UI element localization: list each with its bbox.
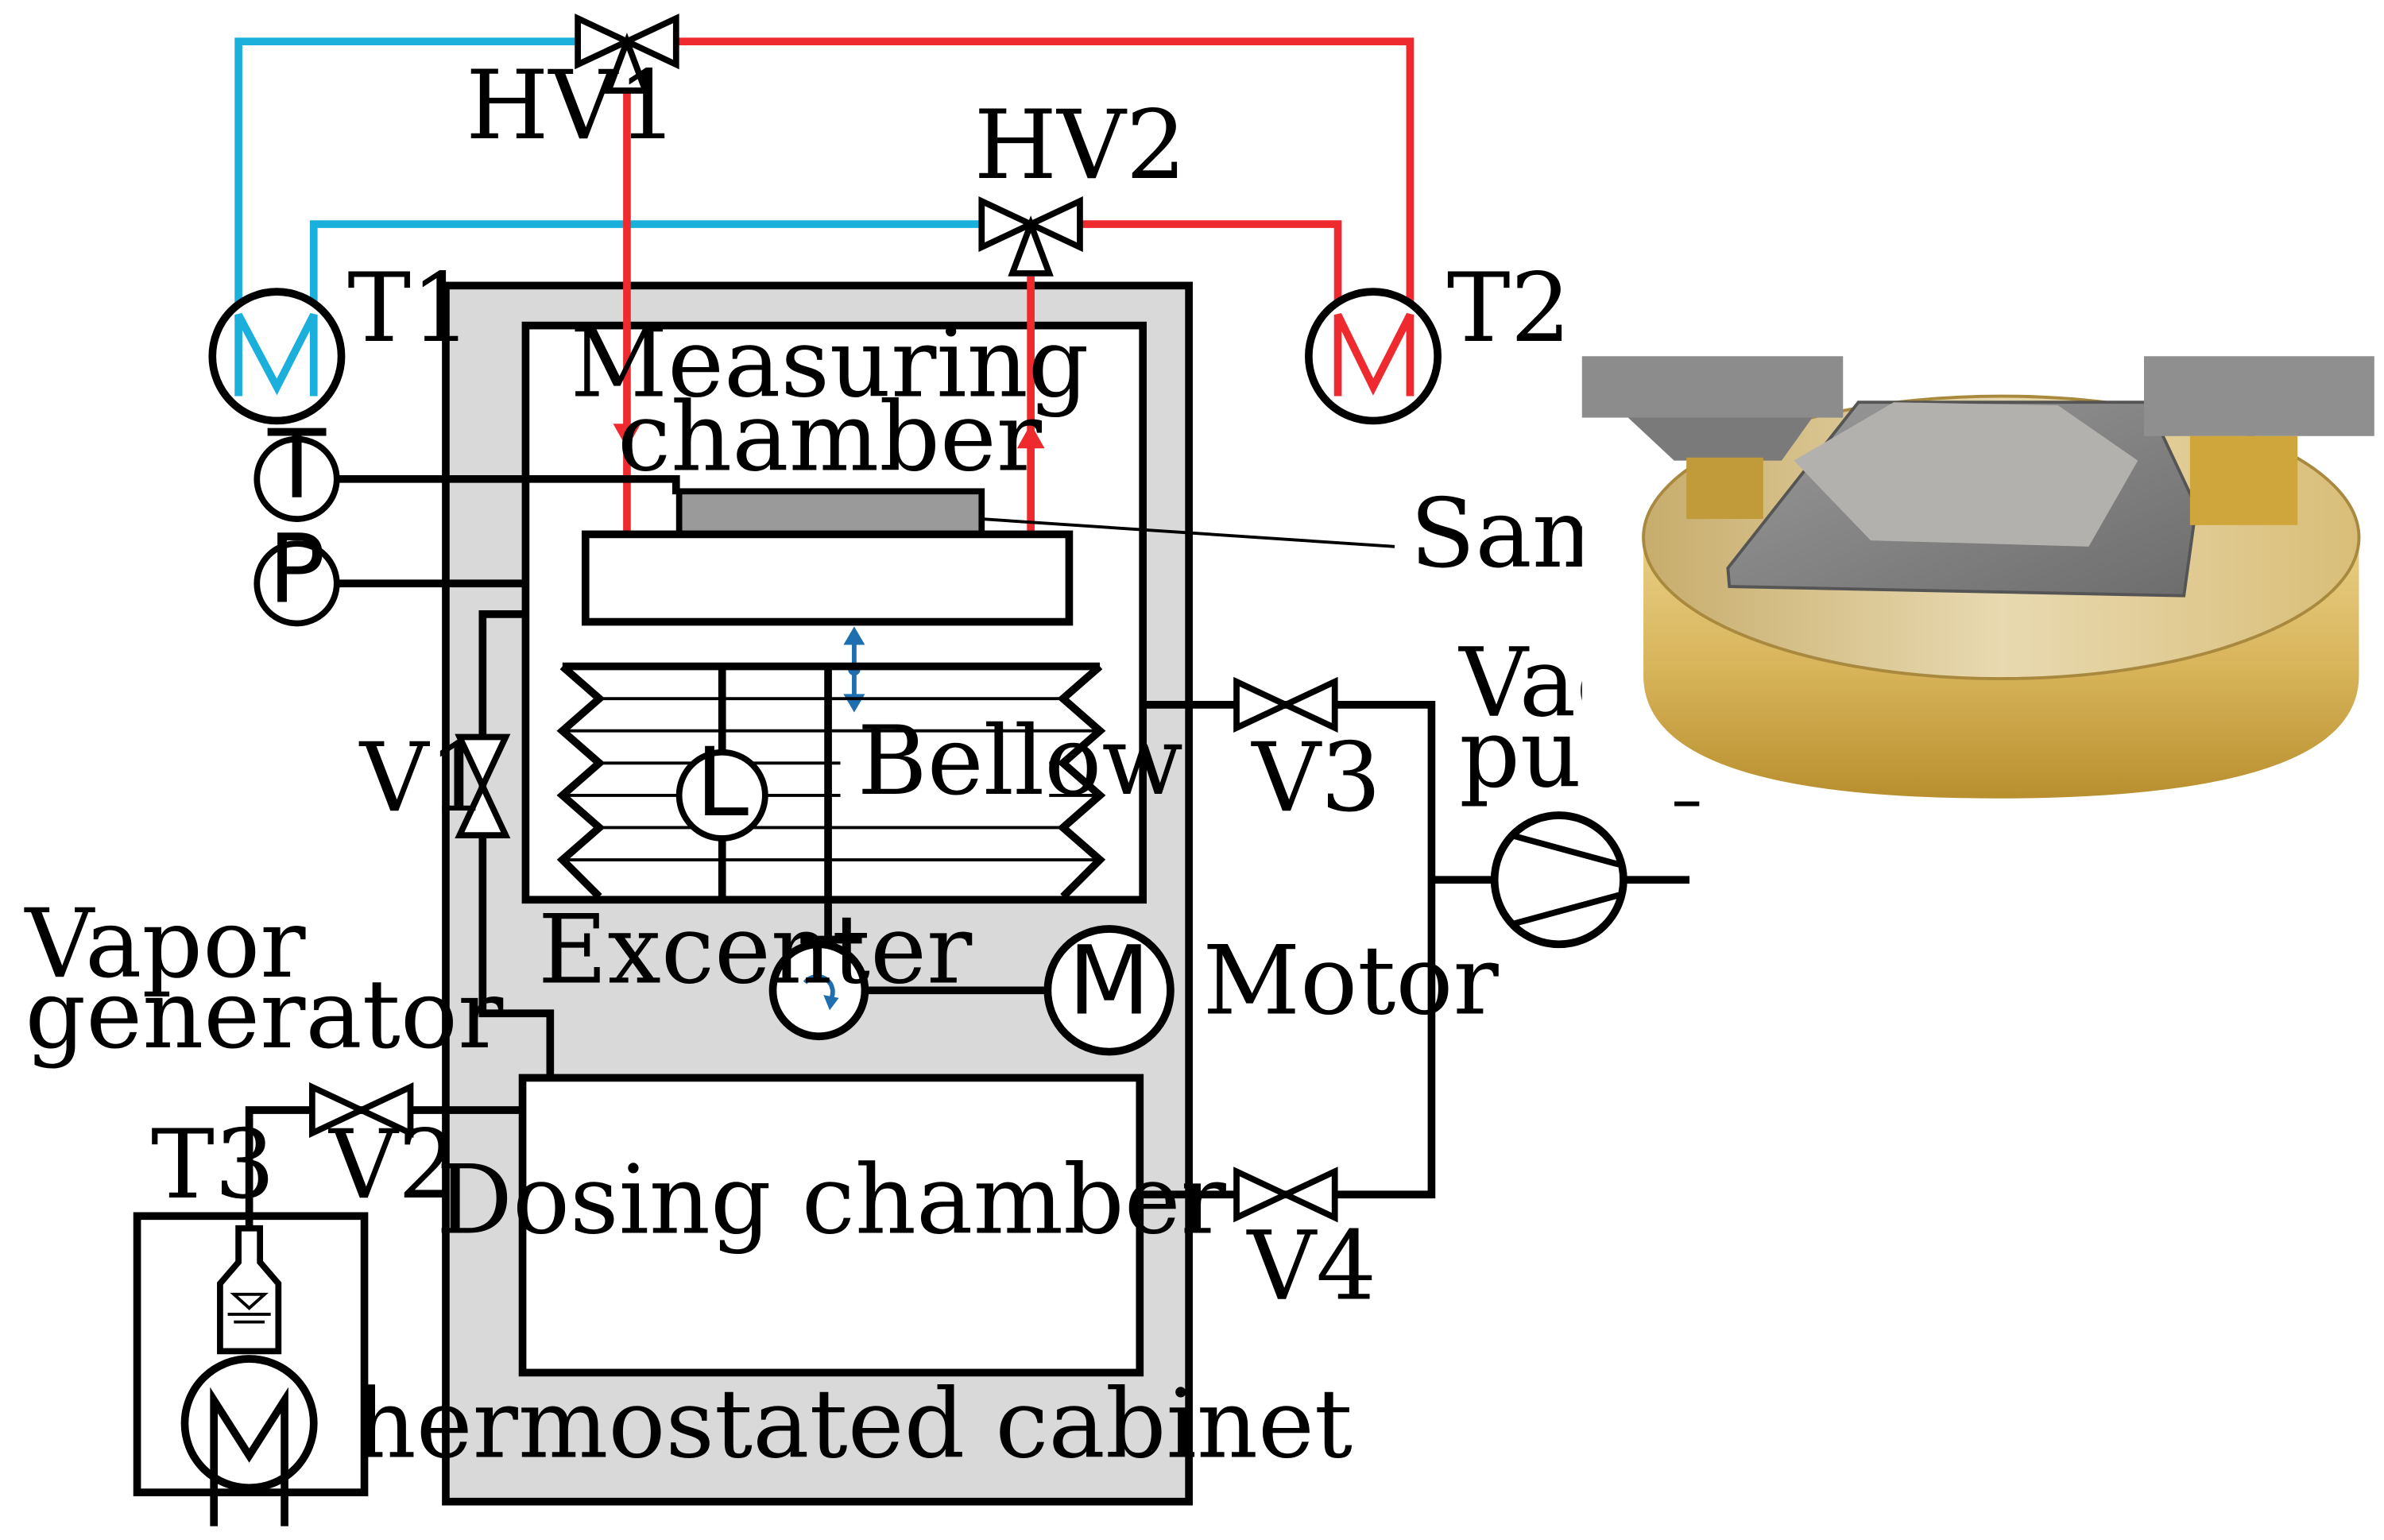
vapor-bottle-icon bbox=[217, 1225, 282, 1355]
valve-hv2 bbox=[978, 196, 1083, 277]
hot-arrow-up bbox=[1016, 424, 1045, 449]
measuring-chamber-label-1: Measuring bbox=[571, 309, 1089, 420]
valve-v2 bbox=[308, 1081, 414, 1139]
thermostat-t2 bbox=[1305, 288, 1442, 425]
vapor-motor-icon bbox=[180, 1355, 318, 1526]
vacuum-pump-icon bbox=[1490, 811, 1627, 949]
pressure-sensor bbox=[253, 540, 526, 627]
motor bbox=[1043, 925, 1175, 1056]
sample-leader-line bbox=[981, 517, 1395, 548]
t2-label: T2 bbox=[1447, 253, 1571, 364]
valve-v3 bbox=[1233, 676, 1338, 733]
bellow-label-bg bbox=[840, 740, 1050, 808]
vapor-generator-label-2: generator bbox=[25, 960, 505, 1070]
thermostated-cabinet-label: Thermostated cabinet bbox=[292, 1370, 1353, 1480]
motor-label: Motor bbox=[1203, 926, 1500, 1036]
dosing-chamber bbox=[518, 1074, 1144, 1377]
v2-line bbox=[245, 1106, 523, 1229]
sample bbox=[675, 488, 985, 538]
p-sensor-label: P bbox=[268, 514, 325, 625]
l-sensor-label: L bbox=[695, 728, 749, 838]
hot-arrow-down bbox=[613, 424, 641, 449]
dosing-chamber-label: Dosing chamber bbox=[436, 1146, 1227, 1256]
hv1-label: HV1 bbox=[466, 51, 678, 161]
valve-v1 bbox=[455, 733, 511, 838]
v3-label: V3 bbox=[1250, 723, 1381, 834]
length-sensor bbox=[675, 749, 768, 842]
hot-line-hv1-t2 bbox=[664, 37, 1415, 397]
v4-label: V4 bbox=[1246, 1212, 1377, 1322]
sample-holder-photo bbox=[1581, 356, 2374, 802]
sample-plate bbox=[581, 530, 1074, 626]
thermostat-t1 bbox=[208, 288, 346, 425]
motor-symbol: M bbox=[1068, 926, 1150, 1036]
vapor-generator-label-1: Vapor bbox=[24, 889, 307, 1000]
t3-label: T3 bbox=[151, 1110, 275, 1221]
v1-line bbox=[478, 610, 555, 1078]
t1-label: T1 bbox=[347, 253, 471, 364]
valve-hv1 bbox=[575, 14, 679, 94]
t-sensor-label: T bbox=[267, 410, 327, 520]
v1-label: V1 bbox=[358, 723, 490, 834]
rotation-icon bbox=[803, 973, 839, 1011]
v2-label: V2 bbox=[327, 1110, 459, 1221]
hv2-label: HV2 bbox=[974, 91, 1186, 201]
measuring-chamber-label-2: chamber bbox=[617, 382, 1043, 493]
bellow-label: Bellow bbox=[857, 706, 1183, 817]
valve-v4 bbox=[1233, 1167, 1338, 1223]
cold-line-t1-hv1 bbox=[234, 37, 589, 397]
